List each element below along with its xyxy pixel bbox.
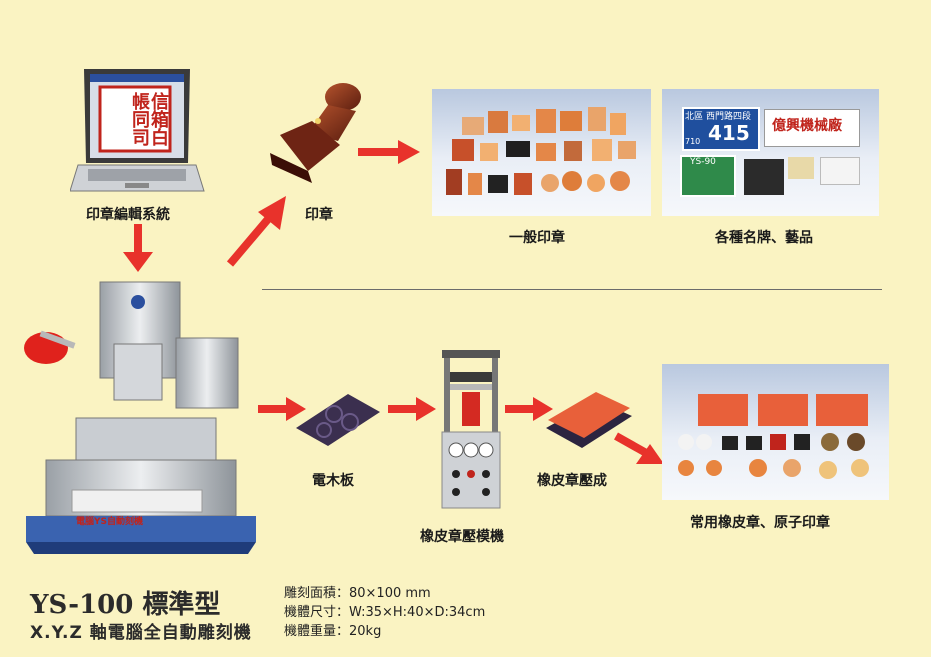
stamp-illustration [268, 75, 368, 185]
nameplate-street: 西門路四段 [706, 112, 752, 122]
spec-weight: 機體重量：20kg [284, 624, 382, 639]
arrow-right-icon [258, 397, 306, 421]
arrow-up-right-icon [226, 196, 286, 267]
stamp-label: 印章 [305, 207, 333, 223]
section-divider [262, 289, 882, 290]
bakelite-plate-label: 電木板 [312, 473, 354, 489]
spec-dimensions: 機體尺寸：W:35×H:40×D:34cm [284, 605, 486, 620]
rubber-pressed-label: 橡皮章壓成 [537, 473, 607, 489]
arrow-down-icon [123, 224, 153, 272]
nameplate-district: 北區 [685, 112, 704, 122]
nameplate-code: 710 [685, 137, 701, 146]
bakelite-plate-illustration [292, 390, 382, 450]
nameplate-company: 億興機械廠 [772, 118, 842, 134]
nameplate-number: 415 [708, 121, 750, 145]
machine-brand-text: 電腦YS自動刻機 [76, 517, 143, 527]
nameplates-photo: 北區 西門路四段 415 710 億興機械廠 YS-90 [662, 89, 879, 216]
laptop-illustration: 信箱白帳同司 [69, 65, 205, 195]
general-stamps-photo [432, 89, 651, 216]
arrow-right-icon [505, 397, 553, 421]
rubber-press-machine-illustration [432, 350, 510, 512]
spec-engraving-area: 雕刻面積：80×100 mm [284, 586, 431, 601]
engraving-machine-illustration: 電腦YS自動刻機 [16, 278, 266, 560]
common-rubber-stamps-photo [662, 364, 889, 500]
arrow-right-icon [388, 397, 436, 421]
arrow-right-icon [358, 140, 420, 164]
product-subtitle: X.Y.Z 軸電腦全自動雕刻機 [30, 623, 252, 643]
nameplates-label: 各種名牌、藝品 [715, 230, 813, 246]
software-label: 印章編輯系統 [86, 207, 170, 223]
screen-stamp-text: 信箱白帳同司 [129, 92, 169, 146]
general-stamps-label: 一般印章 [509, 230, 565, 246]
arrow-down-right-icon [614, 432, 664, 464]
product-specs: 雕刻面積：80×100 mm 機體尺寸：W:35×H:40×D:34cm 機體重… [284, 584, 485, 641]
rubber-press-machine-label: 橡皮章壓模機 [420, 529, 504, 545]
product-model-title: YS-100 標準型 [30, 590, 221, 620]
rubber-pressed-sheets-illustration [542, 388, 634, 456]
common-rubber-stamps-label: 常用橡皮章、原子印章 [690, 515, 830, 531]
nameplate-tag: YS-90 [690, 157, 716, 167]
